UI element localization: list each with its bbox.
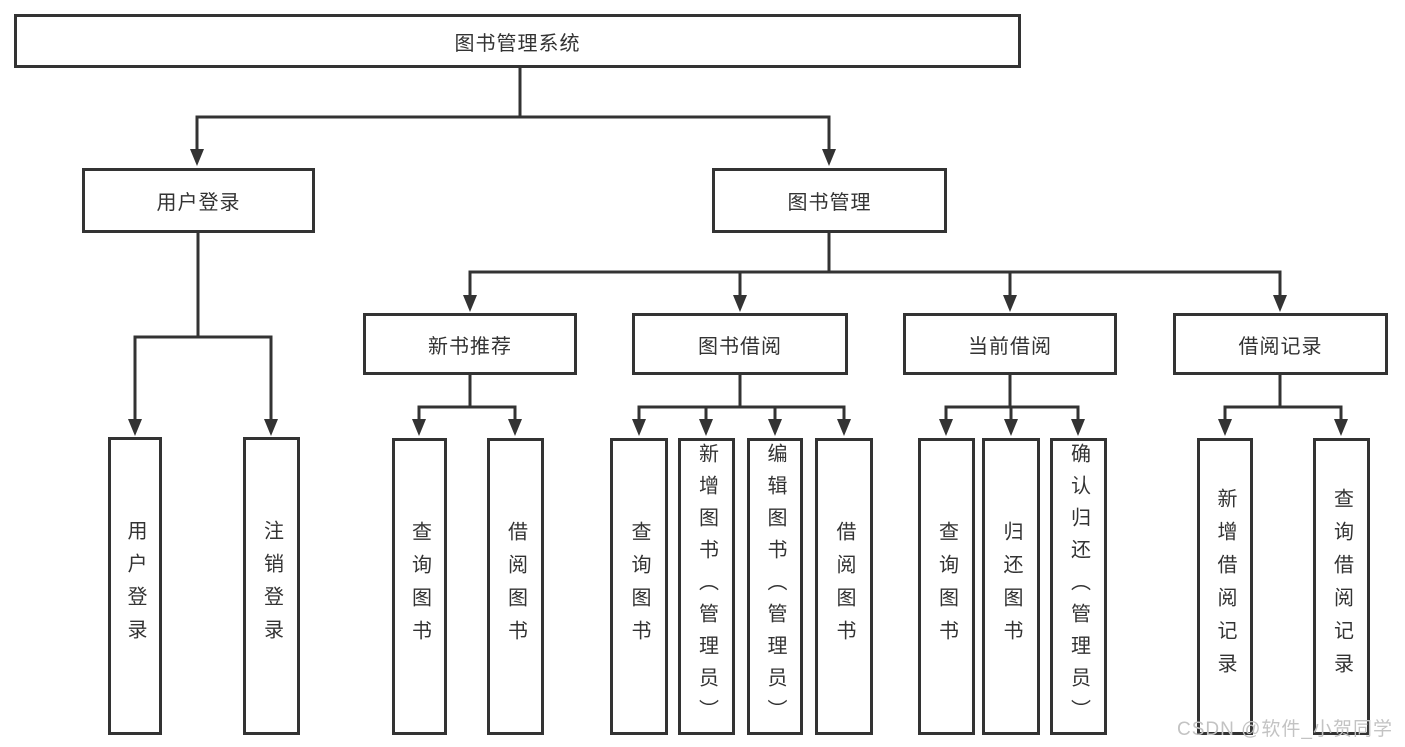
node-leaf-query-books-recommend: 查询图书 — [392, 438, 447, 735]
node-leaf-user-login: 用户登录 — [108, 437, 162, 735]
node-leaf-confirm-return-admin: 确认归还（管理员） — [1050, 438, 1107, 735]
node-leaf-borrow-books-recommend: 借阅图书 — [487, 438, 544, 735]
node-leaf-query-borrow-record: 查询借阅记录 — [1313, 438, 1370, 735]
node-leaf-borrow-books: 借阅图书 — [815, 438, 873, 735]
node-user-login: 用户登录 — [82, 168, 315, 233]
node-current-borrowing: 当前借阅 — [903, 313, 1117, 375]
node-leaf-query-books-current: 查询图书 — [918, 438, 975, 735]
node-book-borrowing: 图书借阅 — [632, 313, 848, 375]
node-leaf-return-books: 归还图书 — [982, 438, 1040, 735]
node-leaf-add-books-admin: 新增图书（管理员） — [678, 438, 735, 735]
node-new-book-recommendation: 新书推荐 — [363, 313, 577, 375]
node-leaf-edit-books-admin: 编辑图书（管理员） — [747, 438, 803, 735]
node-leaf-logout: 注销登录 — [243, 437, 300, 735]
node-library-management-system: 图书管理系统 — [14, 14, 1021, 68]
node-leaf-add-borrow-record: 新增借阅记录 — [1197, 438, 1253, 735]
node-leaf-query-books-borrowing: 查询图书 — [610, 438, 668, 735]
node-borrowing-records: 借阅记录 — [1173, 313, 1388, 375]
node-book-management: 图书管理 — [712, 168, 947, 233]
csdn-watermark: CSDN @软件_小贺同学 — [1177, 719, 1393, 740]
